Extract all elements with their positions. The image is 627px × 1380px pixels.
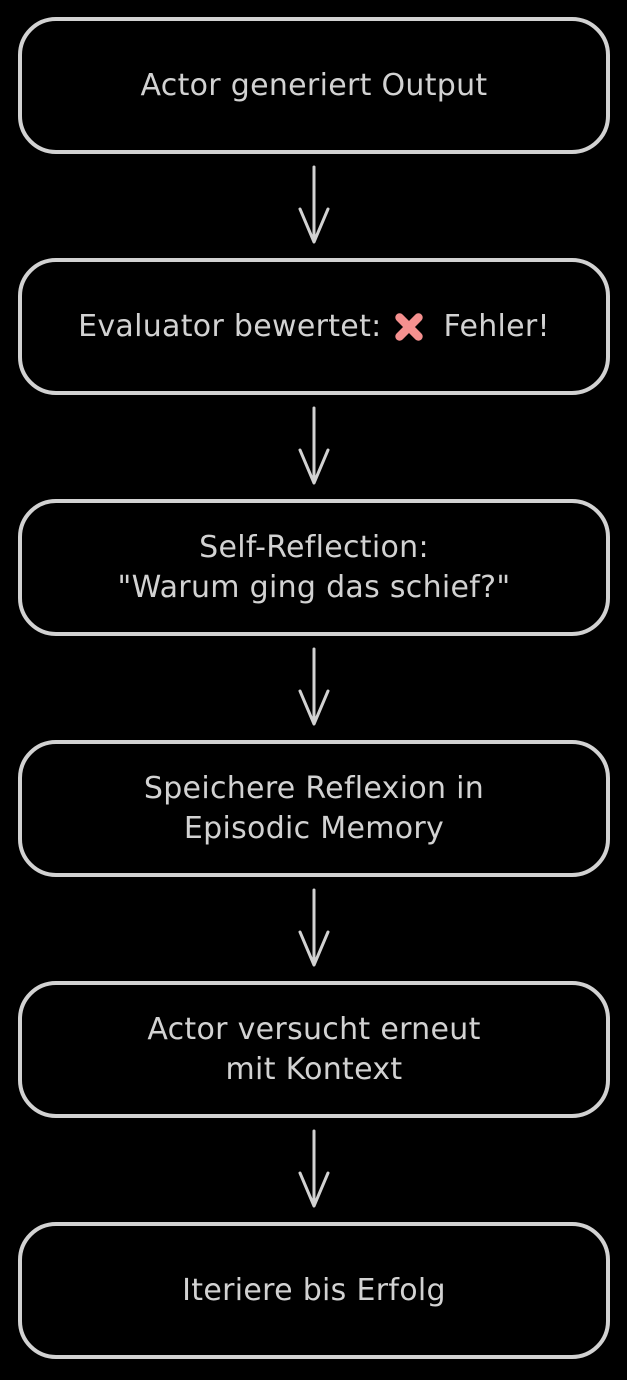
arrow-down-icon: [298, 165, 329, 244]
node-label-line-1: Self-Reflection:: [199, 529, 429, 565]
flow-connector: [0, 154, 627, 258]
node-label-line-2: Episodic Memory: [183, 810, 445, 846]
node-label-after-icon: Fehler!: [443, 308, 550, 344]
node-label-line-2: "Warum ging das schief?": [117, 569, 511, 605]
node-label-line-1: Speichere Reflexion in: [143, 770, 485, 806]
arrow-down-icon: [298, 888, 329, 967]
node-label: Actor generiert Output: [140, 67, 488, 103]
flow-node-self-reflection: Self-Reflection: "Warum ging das schief?…: [18, 499, 610, 636]
flow-connector: [0, 877, 627, 981]
flow-node-actor-generates-output: Actor generiert Output: [18, 17, 610, 154]
flow-connector: [0, 636, 627, 740]
node-label-line-2: mit Kontext: [225, 1051, 403, 1087]
cross-mark-icon: [394, 312, 423, 341]
flow-connector: [0, 1118, 627, 1222]
node-label-before-icon: Evaluator bewertet:: [78, 308, 382, 344]
arrow-down-icon: [298, 406, 329, 485]
flow-node-evaluator-error: Evaluator bewertet: Fehler!: [18, 258, 610, 395]
flow-connector: [0, 395, 627, 499]
arrow-down-icon: [298, 647, 329, 726]
node-label-line-1: Actor versucht erneut: [147, 1011, 481, 1047]
node-label: Iteriere bis Erfolg: [182, 1272, 446, 1308]
flow-node-iterate-until-success: Iteriere bis Erfolg: [18, 1222, 610, 1359]
flow-node-store-reflection: Speichere Reflexion in Episodic Memory: [18, 740, 610, 877]
flow-node-actor-retries: Actor versucht erneut mit Kontext: [18, 981, 610, 1118]
arrow-down-icon: [298, 1129, 329, 1208]
